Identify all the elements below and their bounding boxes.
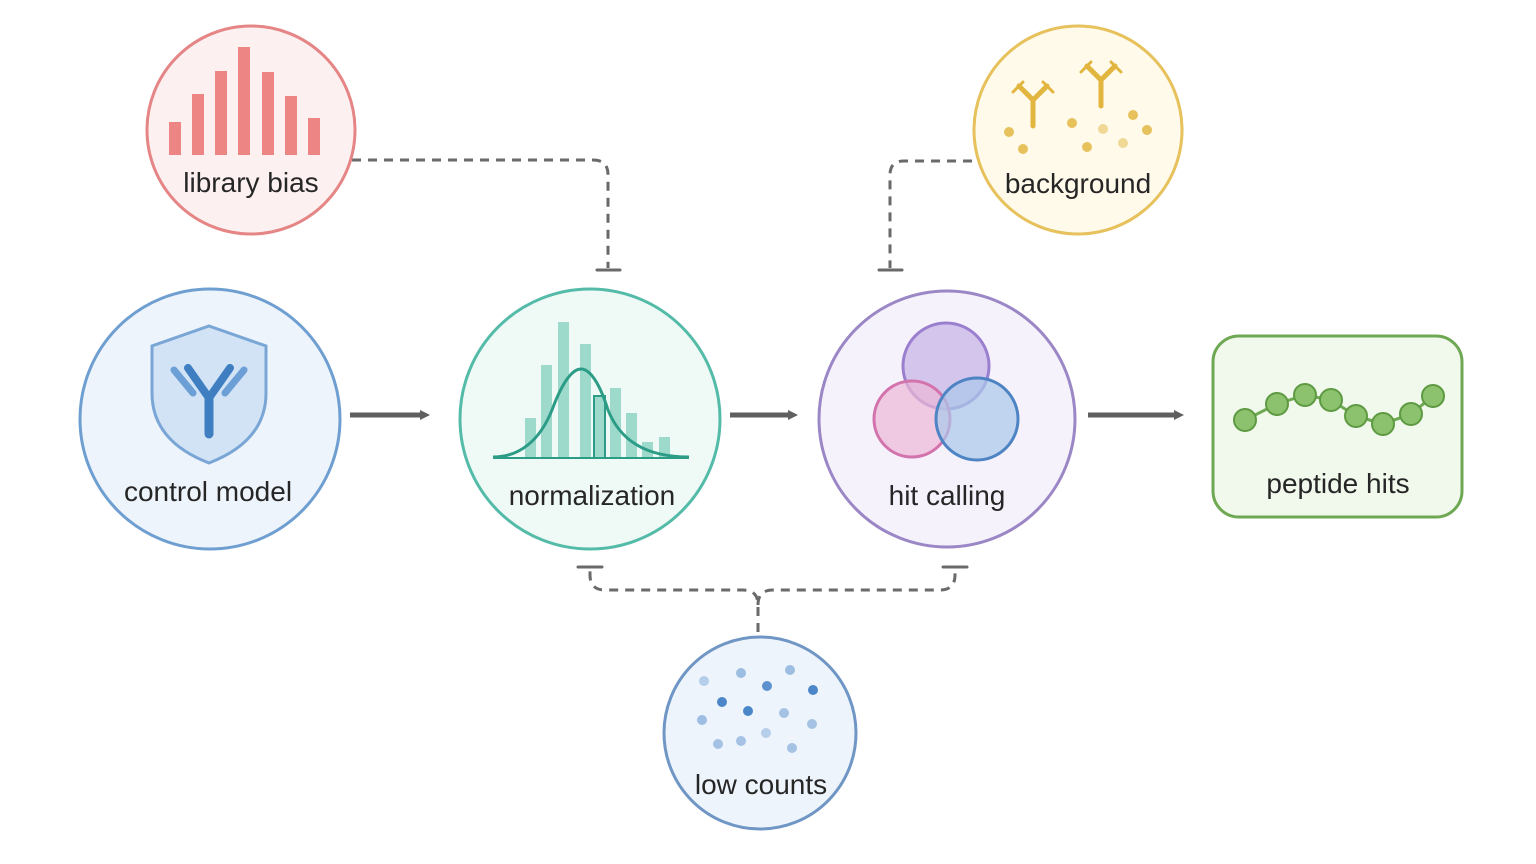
- amino-acid-bead-6: [1399, 402, 1423, 426]
- inhibit-edges: [352, 158, 972, 632]
- hit-calling-label: hit calling: [889, 480, 1006, 511]
- node-low-counts: low counts: [662, 635, 858, 831]
- bias-bar-5: [285, 96, 297, 155]
- venn-diagram-icon: [872, 321, 1020, 462]
- inhibit-bars: [576, 268, 969, 569]
- count-dot-1: [736, 668, 746, 678]
- count-dot-6: [743, 706, 753, 716]
- count-dot-8: [779, 708, 789, 718]
- node-control-model: control model: [78, 287, 342, 551]
- library-bias-label: library bias: [183, 167, 318, 198]
- peptide-hits-shape: [1211, 334, 1464, 519]
- bias-bar-4: [262, 72, 274, 155]
- histogram-bar-3: [580, 344, 591, 458]
- library-bias-shape: [145, 24, 357, 236]
- count-dot-3: [762, 681, 772, 691]
- edge-low-counts-to-hit-calling: [756, 569, 957, 606]
- control-model-label: control model: [124, 476, 292, 507]
- node-background: background: [972, 24, 1184, 236]
- node-library-bias: library bias: [145, 24, 357, 236]
- edge-library-bias-to-normalization: [352, 158, 610, 268]
- amino-acid-bead-4: [1344, 404, 1368, 428]
- edge-background-to-hit-calling: [888, 159, 972, 268]
- count-dot-2: [785, 665, 795, 675]
- bias-bar-0: [169, 122, 181, 155]
- count-dot-0: [699, 676, 709, 686]
- background-shape: [972, 24, 1184, 236]
- low-counts-shape: [662, 635, 858, 831]
- amino-acid-bead-5: [1371, 412, 1395, 436]
- gaussian-curve-icon: [492, 367, 690, 459]
- bias-bar-3: [238, 47, 250, 155]
- antigen-dots-icon: [1004, 110, 1152, 154]
- histogram-bar-6: [626, 413, 637, 458]
- count-dot-4: [808, 685, 818, 695]
- count-dot-9: [807, 719, 817, 729]
- count-dot-13: [787, 743, 797, 753]
- histogram-bar-2: [558, 322, 569, 458]
- antibody-pair-icon: [1011, 60, 1123, 129]
- count-dot-12: [713, 739, 723, 749]
- antibody-icon: [170, 364, 248, 439]
- bias-bar-2: [215, 71, 227, 155]
- amino-acid-bead-1: [1265, 392, 1289, 416]
- node-hit-calling: hit calling: [817, 289, 1077, 549]
- histogram-bar-4: [593, 395, 606, 459]
- sparse-dots-icon: [697, 665, 818, 753]
- histogram-bar-0: [525, 418, 536, 458]
- normalization-label: normalization: [509, 480, 676, 511]
- bias-bar-6: [308, 118, 320, 155]
- amino-acid-bead-0: [1233, 408, 1257, 432]
- node-normalization: normalization: [458, 287, 722, 551]
- count-dot-7: [697, 715, 707, 725]
- peptide-chain-icon: [1233, 383, 1445, 436]
- bar-chart-icon: [169, 47, 320, 155]
- histogram-bar-1: [541, 365, 552, 458]
- count-dot-5: [717, 697, 727, 707]
- amino-acid-bead-7: [1421, 384, 1445, 408]
- count-dot-10: [761, 728, 771, 738]
- node-peptide-hits: peptide hits: [1211, 334, 1464, 519]
- edge-low-counts-to-normalization: [588, 569, 760, 632]
- amino-acid-bead-2: [1293, 383, 1317, 407]
- background-label: background: [1005, 168, 1151, 199]
- low-counts-label: low counts: [695, 769, 827, 800]
- amino-acid-bead-3: [1319, 388, 1343, 412]
- histogram-bar-8: [659, 437, 670, 458]
- bias-bar-1: [192, 94, 204, 155]
- count-dot-11: [736, 736, 746, 746]
- peptide-hits-label: peptide hits: [1266, 468, 1409, 499]
